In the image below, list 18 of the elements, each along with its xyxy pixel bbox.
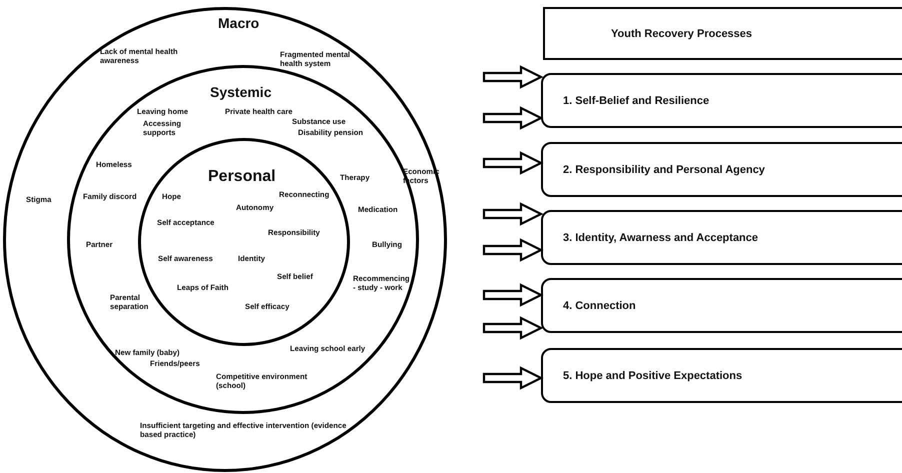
block-arrow — [482, 65, 544, 89]
block-arrow — [482, 283, 544, 307]
outer-circle — [3, 7, 447, 472]
heading-box: Youth Recovery Processes — [543, 7, 902, 60]
process-box: 1. Self-Belief and Resilience — [541, 73, 902, 128]
process-box: 5. Hope and Positive Expectations — [541, 348, 902, 403]
process-box: 4. Connection — [541, 278, 902, 333]
block-arrow — [482, 151, 544, 175]
block-arrow — [482, 106, 544, 130]
circle-title: Systemic — [210, 84, 272, 101]
circle-title: Macro — [218, 15, 260, 32]
block-arrow — [482, 202, 544, 226]
block-arrow — [482, 238, 544, 262]
process-box: 3. Identity, Awarness and Acceptance — [541, 210, 902, 265]
circle-title: Personal — [208, 168, 276, 185]
block-arrow — [482, 366, 544, 390]
block-arrow — [482, 316, 544, 340]
process-box: 2. Responsibility and Personal Agency — [541, 142, 902, 197]
